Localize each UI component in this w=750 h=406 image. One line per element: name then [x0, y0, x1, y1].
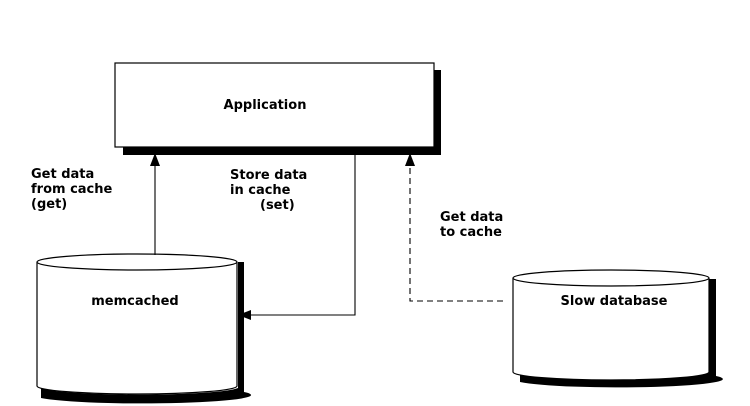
- edge-get-to-cache-label: Get data to cache: [440, 210, 508, 240]
- edge-get-to-cache-label-line-2: to cache: [440, 225, 502, 240]
- edge-get-from-cache-label-line-1: Get data: [31, 167, 94, 182]
- edge-store-in-cache-line: [250, 147, 356, 316]
- database-node-label: Slow database: [561, 294, 668, 309]
- edge-store-in-cache: Store data in cache (set): [230, 147, 356, 320]
- edge-get-from-cache-label-line-3: (get): [31, 197, 67, 212]
- database-node-body: [512, 278, 710, 381]
- edge-store-in-cache-label-line-3: (set): [260, 198, 295, 213]
- application-node-label: Application: [224, 98, 307, 113]
- memcached-node-body: [36, 262, 238, 395]
- edge-store-in-cache-label-line-1: Store data: [230, 168, 307, 183]
- memcached-node-top: [36, 253, 238, 271]
- edge-get-from-cache-label: Get data from cache (get): [31, 167, 117, 212]
- database-node: Slow database: [512, 269, 723, 388]
- edge-get-to-cache: Get data to cache: [405, 153, 508, 302]
- edge-get-to-cache-label-line-1: Get data: [440, 210, 503, 225]
- edge-get-to-cache-line: [409, 166, 503, 302]
- application-node: Application: [114, 62, 441, 155]
- edge-get-from-cache-arrowhead: [150, 153, 160, 166]
- edge-get-from-cache: Get data from cache (get): [31, 153, 160, 255]
- edge-store-in-cache-label: Store data in cache (set): [230, 168, 312, 213]
- application-node-box: [114, 62, 435, 148]
- edge-get-from-cache-label-line-2: from cache: [31, 182, 113, 197]
- database-node-top: [512, 269, 710, 287]
- edge-get-to-cache-arrowhead: [405, 153, 415, 166]
- memcached-node-label: memcached: [91, 294, 178, 309]
- edge-store-in-cache-label-line-2: in cache: [230, 183, 291, 198]
- edge-store-in-cache-arrowhead: [238, 310, 251, 320]
- memcached-node: memcached: [36, 253, 252, 404]
